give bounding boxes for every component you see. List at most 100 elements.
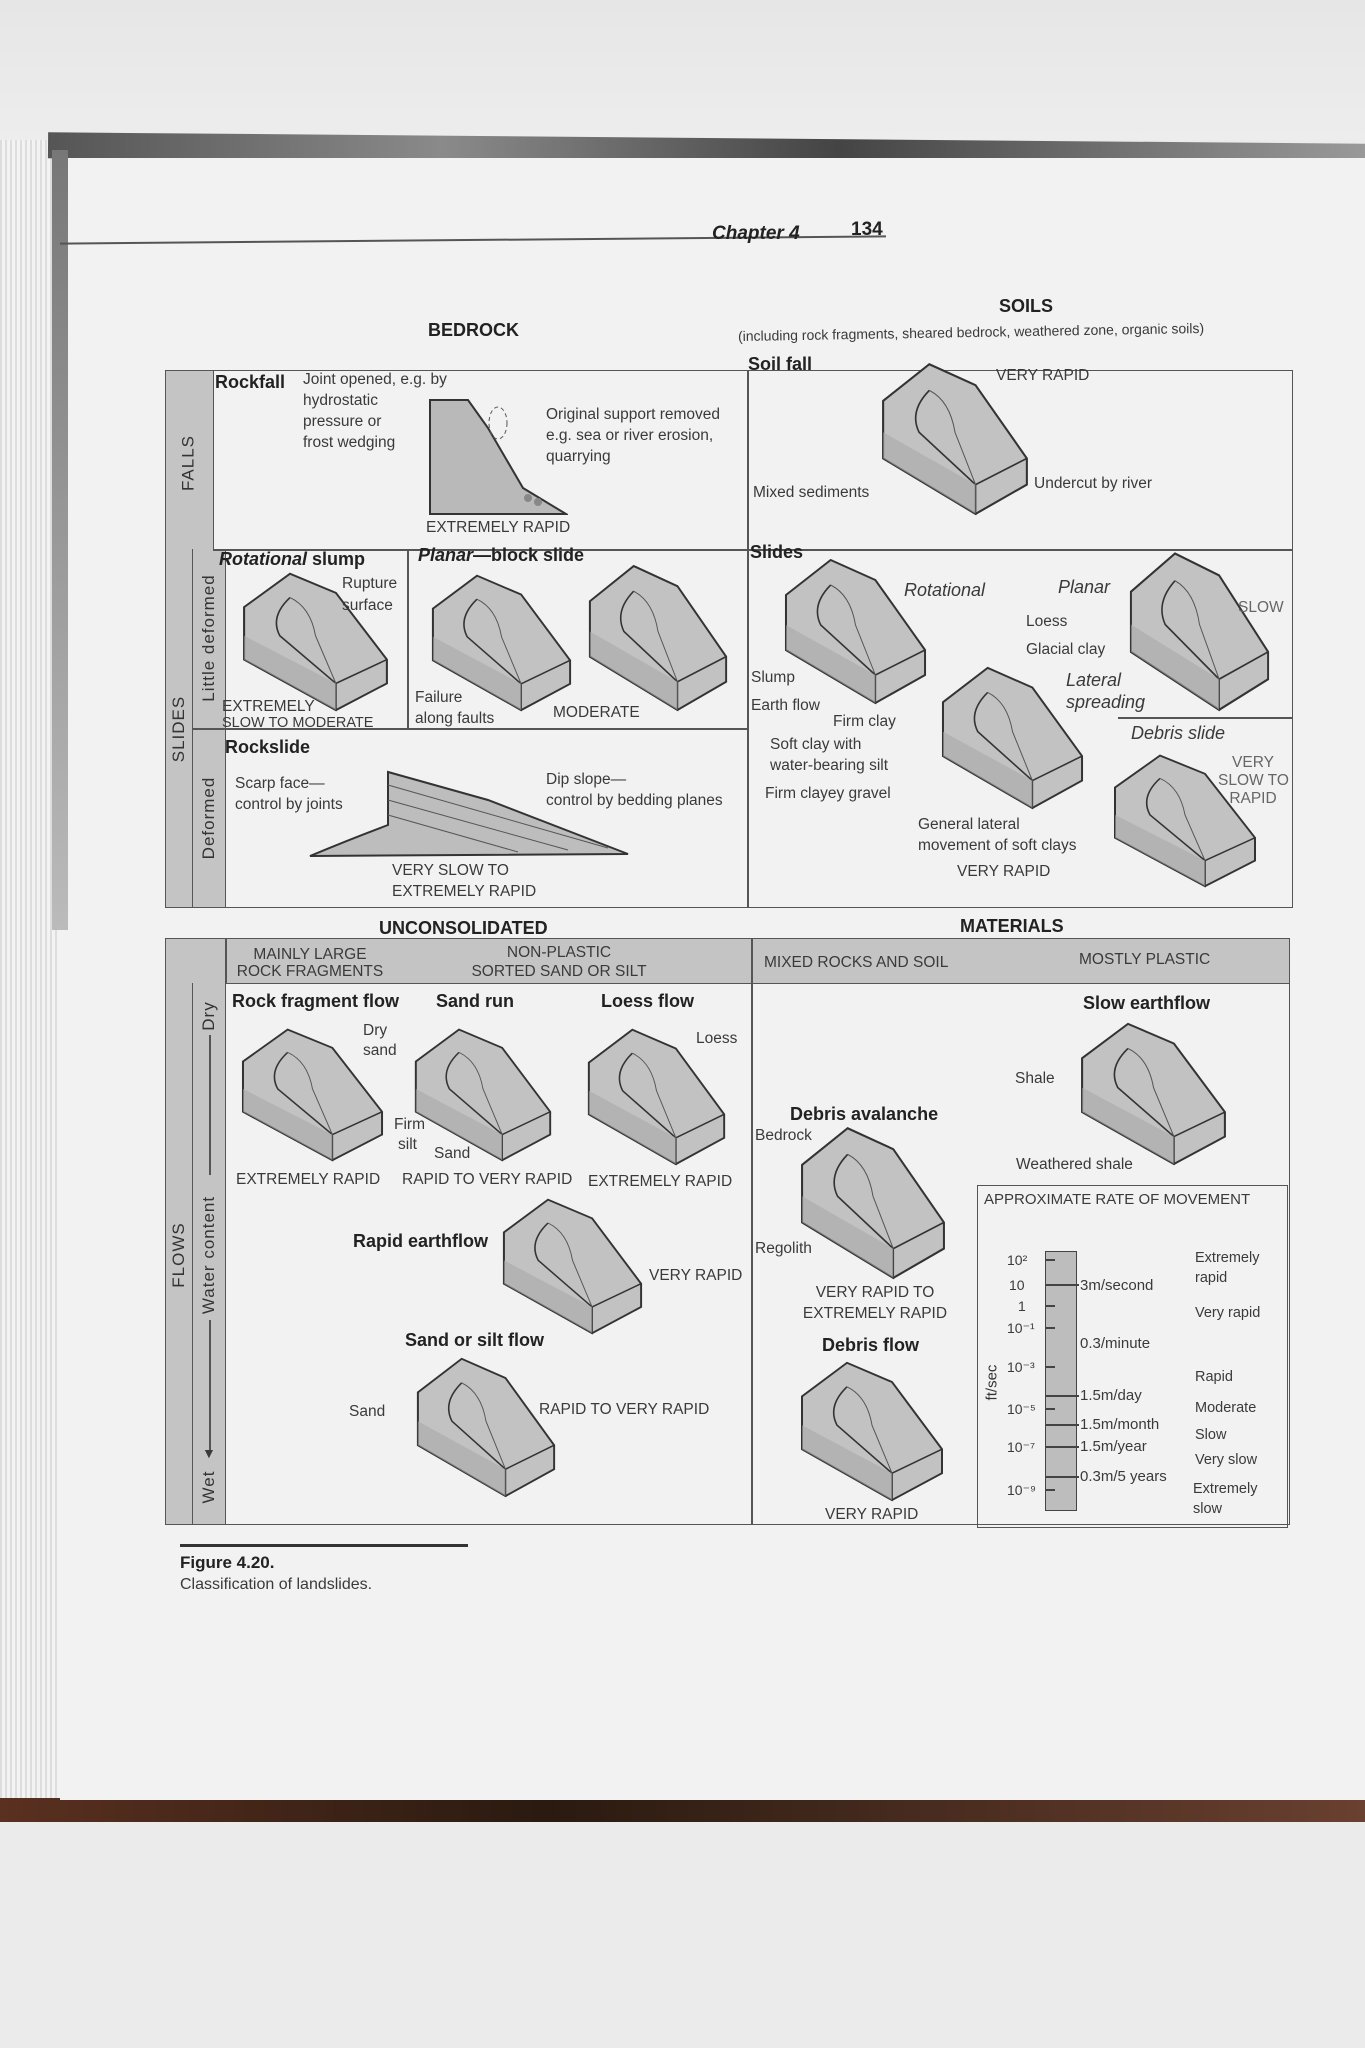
mixed-sediments-label: Mixed sediments xyxy=(753,484,870,501)
rockfall-rate: EXTREMELY RAPID xyxy=(426,519,571,536)
rate-label: 1.5m/year xyxy=(1080,1438,1147,1455)
header-large-fragments-1: MAINLY LARGE xyxy=(253,946,367,963)
class-label: Very rapid xyxy=(1195,1305,1261,1321)
class-label: Extremely xyxy=(1195,1250,1260,1266)
class-label: slow xyxy=(1193,1501,1223,1517)
support-note-3: quarrying xyxy=(546,448,611,465)
scale-tick xyxy=(1045,1424,1079,1426)
header-non-plastic-2: SORTED SAND OR SILT xyxy=(471,963,647,980)
slump-title: slump xyxy=(307,549,366,569)
scale-tick xyxy=(1045,1366,1055,1368)
slump-planar-divider xyxy=(407,549,409,728)
bedrock-soils-divider xyxy=(747,370,749,908)
lateral-label-1: Lateral xyxy=(1066,670,1122,690)
scale-tick xyxy=(1045,1305,1055,1307)
planar-title-italic: Planar xyxy=(418,545,474,565)
slides-label: SLIDES xyxy=(169,695,188,763)
rate-scale-title: APPROXIMATE RATE OF MOVEMENT xyxy=(984,1191,1251,1208)
debris-slide-rate-1: VERY xyxy=(1232,754,1274,771)
planar-title: —block slide xyxy=(473,545,585,565)
firm-clay-label: Firm clay xyxy=(833,713,896,730)
soft-clay-label-1: Soft clay with xyxy=(770,736,862,753)
rock-fragment-title: Rock fragment flow xyxy=(232,991,400,1011)
regolith-label: Regolith xyxy=(755,1240,812,1257)
sand-label: Sand xyxy=(434,1145,471,1162)
header-non-plastic-1: NON-PLASTIC xyxy=(506,944,612,961)
dry-sand-label-2: sand xyxy=(363,1042,397,1059)
tick-label: 10⁻³ xyxy=(1007,1359,1035,1375)
general-label-2: movement of soft clays xyxy=(918,837,1077,854)
class-label: Slow xyxy=(1195,1427,1227,1443)
debris-slide-rate-3: RAPID xyxy=(1229,790,1277,807)
tick-label: 10⁻⁷ xyxy=(1007,1439,1036,1455)
class-label: Rapid xyxy=(1195,1369,1233,1385)
rupture-label-1: Rupture xyxy=(342,575,398,592)
scale-tick xyxy=(1045,1395,1079,1397)
tick-label: 10⁻⁹ xyxy=(1007,1482,1036,1498)
rockslide-title: Rockslide xyxy=(225,737,311,757)
class-label: Extremely xyxy=(1193,1481,1258,1497)
lateral-spreading-illustration xyxy=(938,663,1087,810)
debris-avalanche-rate-1: VERY RAPID TO xyxy=(815,1284,935,1301)
falls-column xyxy=(166,371,214,549)
rock-fragment-illustration xyxy=(238,1025,387,1162)
debris-flow-title: Debris flow xyxy=(822,1335,920,1355)
undercut-label: Undercut by river xyxy=(1034,475,1153,492)
tick-label: 10⁻¹ xyxy=(1007,1320,1035,1336)
falls-label: FALLS xyxy=(178,434,198,492)
rate-scale-bar xyxy=(1045,1251,1077,1511)
tick-label: 10 xyxy=(1009,1277,1025,1293)
flows-header-row xyxy=(166,939,1289,984)
water-arrow-line-1 xyxy=(209,1035,211,1175)
loess-flow-label: Loess xyxy=(696,1030,738,1047)
sand-silt-flow-title: Sand or silt flow xyxy=(405,1330,545,1350)
dip-label-2: control by bedding planes xyxy=(546,792,723,809)
rockfall-cliff-illustration xyxy=(428,398,568,516)
tick-label: 10⁻⁵ xyxy=(1007,1401,1036,1417)
deformed-divider xyxy=(192,728,747,730)
sand-silt-flow-illustration xyxy=(413,1354,559,1498)
debris-slide-title: Debris slide xyxy=(1131,723,1226,743)
slides-column xyxy=(166,549,193,907)
planar-block-illustration-1 xyxy=(428,571,575,712)
heading-unconsolidated: UNCONSOLIDATED xyxy=(379,918,548,938)
rapid-earthflow-rate: VERY RAPID xyxy=(649,1267,743,1284)
scale-tick xyxy=(1045,1446,1079,1448)
failure-label-2: along faults xyxy=(415,710,495,727)
scale-tick xyxy=(1045,1284,1079,1286)
slump-title-italic: Rotational xyxy=(219,549,307,569)
rate-label: 1.5m/month xyxy=(1080,1416,1160,1433)
rockslide-rate-1: VERY SLOW TO xyxy=(392,862,509,879)
heading-materials: MATERIALS xyxy=(960,916,1064,936)
rockfall-note-3: pressure or xyxy=(303,413,382,430)
rapid-earthflow-title: Rapid earthflow xyxy=(353,1231,489,1251)
rate-label: 0.3m/5 years xyxy=(1080,1468,1167,1485)
slump-rate-2: SLOW TO MODERATE xyxy=(222,715,374,731)
rate-label: 1.5m/day xyxy=(1080,1387,1142,1404)
support-note-2: e.g. sea or river erosion, xyxy=(546,427,714,444)
sand-silt-sand-label: Sand xyxy=(349,1403,386,1420)
sand-run-title: Sand run xyxy=(436,991,515,1011)
lateral-rate: VERY RAPID xyxy=(957,863,1051,880)
debris-avalanche-rate-2: EXTREMELY RAPID xyxy=(802,1305,948,1322)
class-label: Moderate xyxy=(1195,1400,1257,1416)
photo-background xyxy=(0,0,1365,140)
scarp-label-2: control by joints xyxy=(235,796,343,813)
rotational-slump-illustration xyxy=(239,569,392,712)
header-mixed: MIXED ROCKS AND SOIL xyxy=(764,954,949,971)
scale-tick xyxy=(1045,1327,1055,1329)
debris-slide-rate-2: SLOW TO xyxy=(1218,772,1289,789)
falls-divider xyxy=(213,549,1293,551)
book-page-edges xyxy=(0,140,60,1820)
sand-run-illustration xyxy=(411,1025,555,1162)
failure-label-1: Failure xyxy=(415,689,463,706)
down-arrow-icon: ▼ xyxy=(202,1445,216,1461)
support-note-1: Original support removed xyxy=(546,406,721,423)
rate-label: 3m/second xyxy=(1080,1277,1154,1294)
soil-rotational-illustration xyxy=(781,555,930,705)
rapid-earthflow-illustration xyxy=(499,1195,646,1335)
loess-flow-illustration xyxy=(584,1025,729,1166)
water-content-label: Water content xyxy=(199,1195,218,1315)
page-number: 134 xyxy=(851,219,883,240)
falls-slides-table xyxy=(165,370,1293,908)
